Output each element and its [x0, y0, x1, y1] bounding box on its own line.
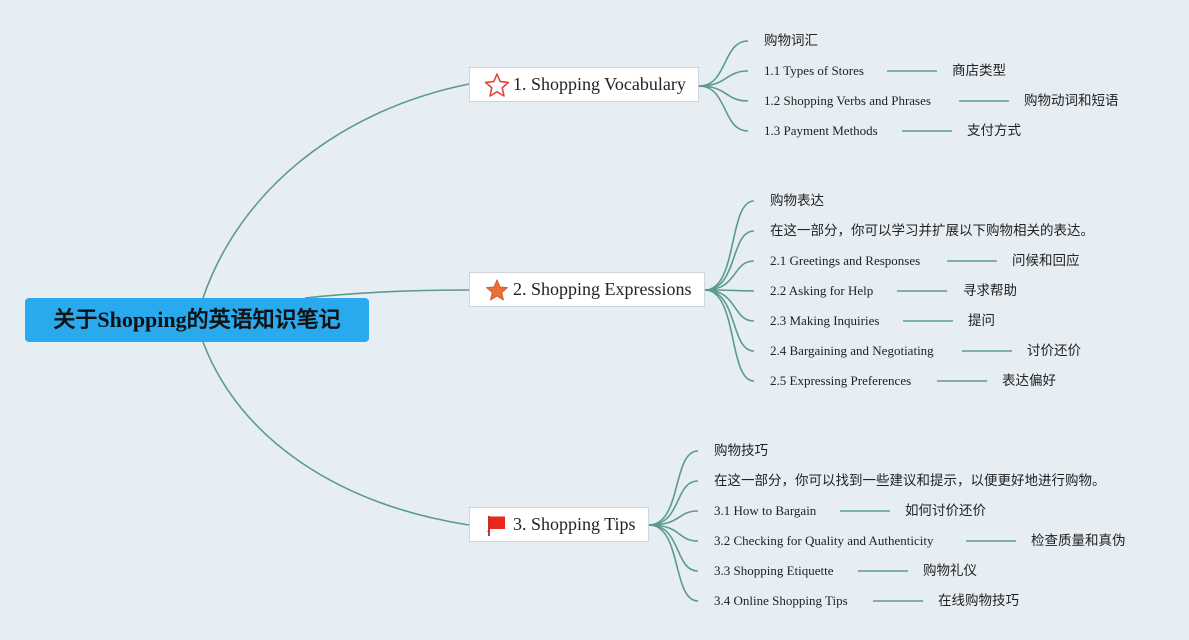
topic-types-of-stores[interactable]: 1.1 Types of Stores [764, 63, 864, 78]
topic-asking-for-help[interactable]: 2.2 Asking for Help [770, 283, 874, 298]
intro-shopping-expressions[interactable]: 在这一部分，你可以学习并扩展以下购物相关的表达。 [770, 223, 1094, 239]
topic-how-to-bargain[interactable]: 3.1 How to Bargain [714, 503, 817, 518]
heading-shopping-expressions[interactable]: 购物表达 [770, 193, 824, 209]
intro-shopping-tips[interactable]: 在这一部分，你可以找到一些建议和提示，以便更好地进行购物。 [714, 473, 1106, 489]
label-asking-for-help[interactable]: 寻求帮助 [963, 283, 1017, 299]
heading-shopping-tips[interactable]: 购物技巧 [714, 443, 768, 459]
branch-shopping-expressions[interactable]: 2. Shopping Expressions [469, 272, 705, 307]
link-root-branch-1 [202, 83, 470, 299]
topic-greetings[interactable]: 2.1 Greetings and Responses [770, 253, 921, 268]
label-bargaining[interactable]: 讨价还价 [1027, 343, 1081, 359]
branch-title: 1. Shopping Vocabulary [513, 74, 686, 94]
topic-online-shopping-tips[interactable]: 3.4 Online Shopping Tips [714, 593, 848, 608]
label-how-to-bargain[interactable]: 如何讨价还价 [905, 503, 986, 519]
label-greetings[interactable]: 问候和回应 [1012, 253, 1080, 269]
branch-shopping-tips[interactable]: 3. Shopping Tips [469, 507, 649, 542]
label-checking-quality[interactable]: 检查质量和真伪 [1031, 533, 1126, 549]
label-payment-methods[interactable]: 支付方式 [967, 123, 1021, 139]
branch-shopping-vocabulary[interactable]: 1. Shopping Vocabulary [469, 67, 699, 102]
label-shopping-verbs[interactable]: 购物动词和短语 [1024, 93, 1119, 109]
heading-shopping-vocabulary[interactable]: 购物词汇 [764, 33, 818, 49]
topic-shopping-verbs[interactable]: 1.2 Shopping Verbs and Phrases [764, 93, 931, 108]
flag-icon [484, 512, 510, 538]
topic-shopping-etiquette[interactable]: 3.3 Shopping Etiquette [714, 563, 834, 578]
label-expressing-preferences[interactable]: 表达偏好 [1002, 373, 1056, 389]
branch-title: 3. Shopping Tips [513, 514, 636, 534]
topic-expressing-preferences[interactable]: 2.5 Expressing Preferences [770, 373, 912, 388]
label-shopping-etiquette[interactable]: 购物礼仪 [923, 563, 977, 579]
topic-bargaining[interactable]: 2.4 Bargaining and Negotiating [770, 343, 934, 358]
star-outline-icon [484, 72, 510, 98]
topic-making-inquiries[interactable]: 2.3 Making Inquiries [770, 313, 880, 328]
label-types-of-stores[interactable]: 商店类型 [952, 63, 1006, 79]
link-root-branch-3 [202, 341, 470, 526]
star-filled-icon [484, 277, 510, 303]
branch-title: 2. Shopping Expressions [513, 279, 692, 299]
topic-payment-methods[interactable]: 1.3 Payment Methods [764, 123, 878, 138]
label-online-shopping-tips[interactable]: 在线购物技巧 [938, 593, 1019, 609]
link-root-branch-2 [304, 289, 470, 299]
root-topic[interactable]: 关于Shopping的英语知识笔记 [25, 298, 369, 342]
label-making-inquiries[interactable]: 提问 [968, 313, 995, 329]
topic-checking-quality[interactable]: 3.2 Checking for Quality and Authenticit… [714, 533, 934, 548]
